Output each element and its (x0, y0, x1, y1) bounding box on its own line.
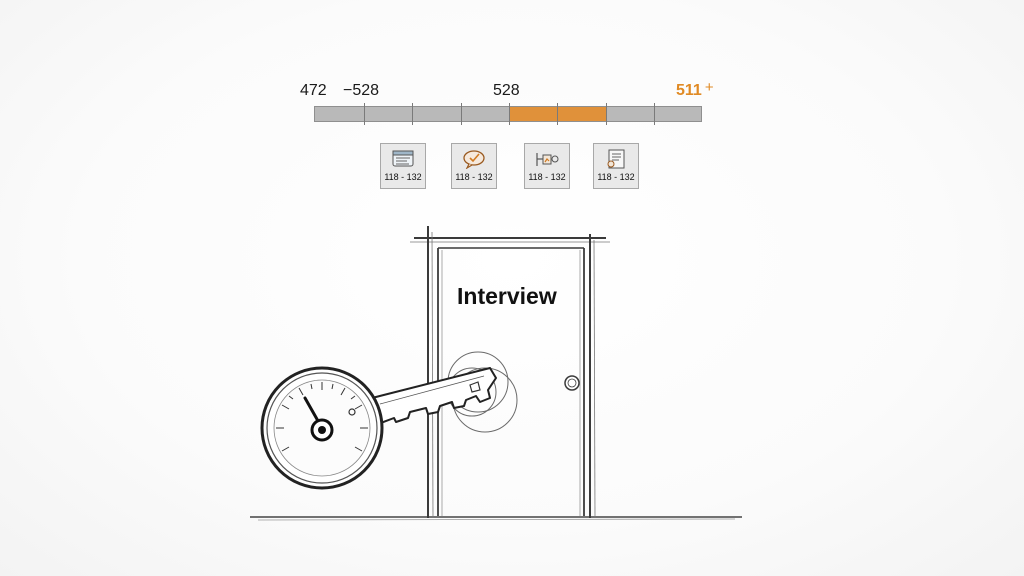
scale-label-range: −528 (343, 82, 380, 99)
range-tick (509, 103, 510, 125)
checklist-document-icon (607, 149, 625, 169)
range-tick (412, 103, 413, 125)
lock-swirl (447, 351, 518, 433)
card-label: 118 - 132 (597, 172, 635, 182)
card-label: 118 - 132 (455, 172, 493, 182)
range-tick (654, 103, 655, 125)
scale-target-value: 511 (676, 82, 702, 99)
card-chat: 118 - 132 (451, 143, 497, 189)
plus-icon: + (704, 79, 714, 96)
gauge-key-icon (260, 366, 497, 490)
document-window-icon (392, 150, 414, 167)
card-checklist: 118 - 132 (593, 143, 639, 189)
range-tick (461, 103, 462, 125)
scale-label-min: 472 (300, 82, 327, 99)
range-tick (364, 103, 365, 125)
chat-bubble-icon (463, 150, 485, 169)
salary-range-bar (314, 103, 702, 125)
card-chart: 118 - 132 (524, 143, 570, 189)
card-document: 118 - 132 (380, 143, 426, 189)
range-tick (606, 103, 607, 125)
door-title: Interview (457, 283, 557, 309)
door-icon (410, 226, 610, 519)
card-label: 118 - 132 (528, 172, 566, 182)
chart-plug-icon (536, 153, 559, 166)
card-label: 118 - 132 (384, 172, 422, 182)
scale-label-mid: 528 (493, 82, 520, 99)
scale-label-target: 511+ (676, 79, 714, 100)
range-tick (557, 103, 558, 125)
